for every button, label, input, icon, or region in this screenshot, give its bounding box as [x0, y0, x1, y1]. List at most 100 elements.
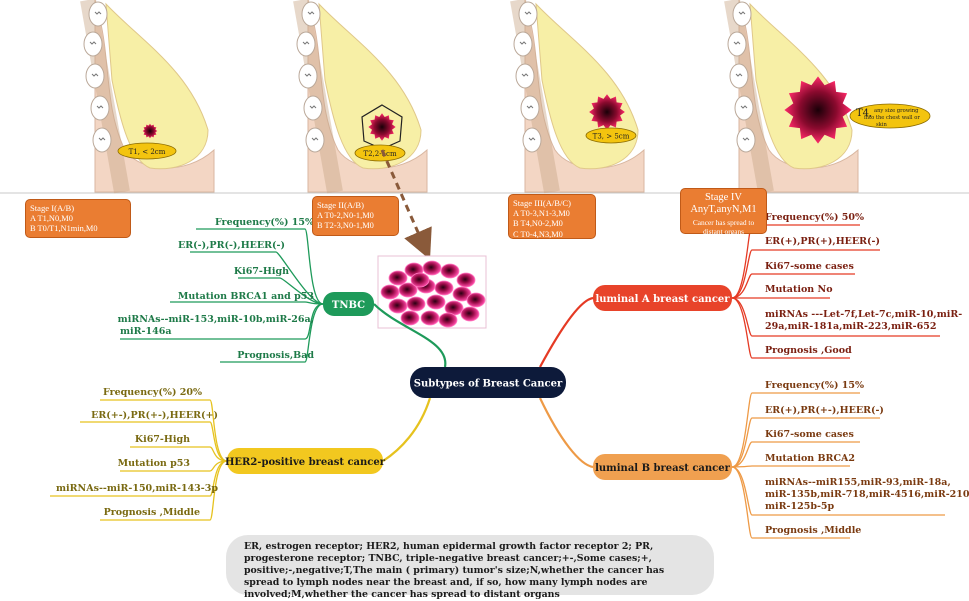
fat-lobule-icon: [734, 95, 754, 121]
central-node: Subtypes of Breast Cancer: [410, 367, 566, 398]
feature-luminal_b: Ki67-some cases: [765, 429, 854, 440]
tumor-size-label: T1, < 2cm: [117, 142, 177, 160]
feature-connector: [731, 249, 753, 299]
feature-connector: [304, 303, 324, 340]
breast-illustration-3: T3, > 5cm: [510, 0, 645, 194]
tumor-cell-cluster: [377, 255, 487, 329]
fat-lobule-icon: [90, 95, 110, 121]
breast-illustrations: T1, < 2cm T2,2-5cm T3, > 5cm T4,any size gr…: [80, 0, 931, 194]
tumor-icon: [589, 94, 625, 130]
tumor-cell-icon: [422, 260, 442, 276]
stage-1-title: Stage I(A/B): [30, 203, 75, 213]
fat-lobule-icon: [736, 127, 756, 153]
tumor-cell-icon: [388, 270, 408, 286]
fat-lobule-icon: [515, 63, 535, 89]
feature-tnbc: Ki67-High: [234, 266, 289, 277]
tumor-cell-icon: [466, 292, 486, 308]
stage-1-line-b: B T0/T1,N1min,M0: [30, 224, 98, 233]
feature-luminal_b: Prognosis ,Middle: [765, 525, 861, 536]
stage-2-title: Stage II(A/B): [317, 200, 365, 210]
luminal-a-node: luminal A breast cancer: [593, 285, 732, 311]
tnbc-node: TNBC: [323, 292, 374, 316]
tumor-cell-icon: [420, 310, 440, 326]
feature-connector: [279, 277, 324, 305]
tumor-size-text: into the chest wall or: [864, 115, 920, 121]
her2-label: HER2-positive breast cancer: [225, 457, 386, 468]
luminal-b-label: luminal B breast cancer: [595, 463, 731, 474]
tumor-cell-icon: [438, 312, 458, 328]
fat-lobule-icon: [520, 95, 540, 121]
branch-tnbc: [373, 303, 447, 368]
feature-connector: [731, 273, 753, 299]
fat-lobule-icon: [301, 1, 321, 27]
stage-2-line-a: A T0-2,N0-1,M0: [317, 210, 374, 220]
feature-luminal_b: miR-125b-5p: [765, 501, 835, 512]
tumor-cell-icon: [410, 272, 430, 288]
branch-her2: [382, 397, 432, 462]
feature-luminal_b: Frequency(%) 15%: [765, 380, 864, 391]
tumor-icon: [142, 123, 158, 139]
feature-luminal_a: 29a,miR-181a,miR-223,miR-652: [765, 321, 936, 332]
fat-lobule-icon: [92, 127, 112, 153]
fat-lobule-icon: [305, 127, 325, 153]
stage-2-box: Stage II(A/B) A T0-2,N0-1,M0 B T2-3,N0-1…: [312, 196, 399, 236]
tumor-cell-icon: [400, 310, 420, 326]
luminal-b-node: luminal B breast cancer: [593, 454, 732, 480]
feature-connector: [209, 460, 228, 521]
tumor-cell-icon: [426, 294, 446, 310]
feature-connector: [209, 421, 228, 462]
tumor-cell-icon: [460, 306, 480, 322]
stage-3-title: Stage III(A/B/C): [513, 198, 571, 208]
stage-2-line-b: B T2-3,N0-1,M0: [317, 221, 374, 230]
feature-luminal_a: Frequency(%) 50%: [765, 212, 864, 223]
feature-her2: Mutation p53: [118, 458, 190, 469]
tumor-size-text: skin: [876, 122, 887, 128]
branch-luminal-a: [539, 296, 594, 368]
tumor-cell-icon: [380, 284, 400, 300]
feature-luminal_a: Prognosis ,Good: [765, 345, 852, 356]
stage-3-line-c: C T0-4,N3,M0: [513, 229, 563, 239]
tumor-cell-icon: [456, 272, 476, 288]
fat-lobule-icon: [518, 1, 538, 27]
fat-lobule-icon: [727, 31, 747, 57]
stage-3-line-b: B T4,N0-2,M0: [513, 219, 563, 228]
fat-lobule-icon: [732, 1, 752, 27]
feature-luminal_b: Mutation BRCA2: [765, 453, 855, 464]
feature-connector: [275, 251, 324, 305]
tumor-size-text: T2,2-5cm: [363, 150, 397, 158]
tumor-cell-icon: [406, 296, 426, 312]
tumor-cell-icon: [388, 298, 408, 314]
branch-luminal-b: [539, 397, 594, 469]
tumor-cell-icon: [440, 263, 460, 279]
tumor-cell-icon: [398, 282, 418, 298]
tumor-size-text: T3, > 5cm: [593, 133, 630, 141]
tumor-size-label: T2,2-5cm: [354, 144, 406, 162]
tnbc-label: TNBC: [332, 300, 365, 311]
mindmap-connectors: [209, 224, 753, 539]
feature-connector: [304, 303, 324, 363]
feature-luminal_a: miRNAs ---Let-7f,Let-7c,miR-10,miR-: [765, 309, 962, 320]
tumor-size-label: T3, > 5cm: [585, 127, 637, 144]
feature-tnbc: Mutation BRCA1 and p53: [178, 291, 314, 302]
feature-luminal_b: miR-135b,miR-718,miR-4516,miR-210,: [765, 489, 969, 500]
feature-luminal_b: miRNAs--miR155,miR-93,miR-18a,: [765, 477, 951, 488]
tumor-size-text: T1, < 2cm: [129, 148, 166, 156]
fat-lobule-icon: [298, 63, 318, 89]
tumor-cell-icon: [434, 280, 454, 296]
stage-1-box: Stage I(A/B) A T1,N0,M0 B T0/T1,N1min,M0: [25, 199, 131, 238]
feature-luminal_a: Ki67-some cases: [765, 261, 854, 272]
subtype-features: Frequency(%) 15%ER(-),PR(-),HEER(-)Ki67-…: [50, 212, 969, 539]
tumor-size-text: T4,: [856, 108, 872, 119]
central-node-label: Subtypes of Breast Cancer: [414, 379, 563, 390]
feature-tnbc: miRNAs--miR-153,miR-10b,miR-26a,: [118, 314, 314, 325]
feature-tnbc: miR-146a: [120, 326, 172, 337]
legend-text: ER, estrogen receptor; HER2, human epide…: [244, 541, 665, 600]
stage-4-note: Cancer has spread to distant organs: [692, 218, 755, 236]
stage-1-line-a: A T1,N0,M0: [30, 213, 73, 223]
fat-lobule-icon: [303, 95, 323, 121]
feature-luminal_a: ER(+),PR(+),HEER(-): [765, 236, 880, 247]
breast-illustration-1: T1, < 2cm: [80, 0, 215, 194]
stage-3-line-a: A T0-3,N1-3,M0: [513, 208, 570, 218]
fat-lobule-icon: [729, 63, 749, 89]
